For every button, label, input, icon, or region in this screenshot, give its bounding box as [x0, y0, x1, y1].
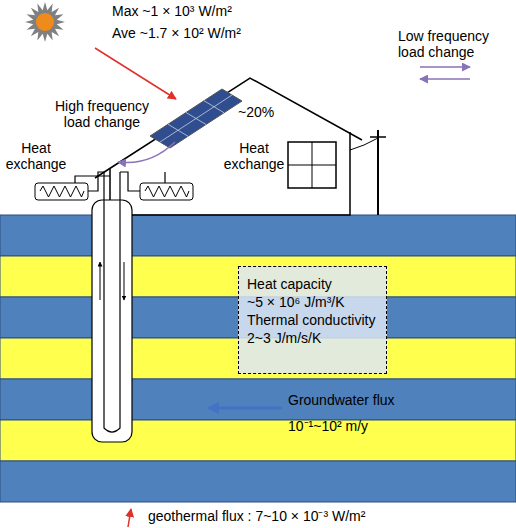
load-arrow-in: [420, 78, 470, 80]
sun-disc: [36, 13, 54, 31]
load-arrow-out: [420, 66, 470, 68]
borehole: [92, 172, 132, 442]
property-text: Heat capacity: [247, 275, 378, 293]
ground-layer: [0, 379, 516, 420]
label: Heat exchange: [222, 140, 286, 172]
geothermal-arrow: [128, 509, 131, 527]
sunlight-arrow: [95, 48, 176, 99]
ground-layer: [0, 256, 516, 297]
label: High frequency load change: [48, 98, 156, 130]
label: Max ~1 × 10³ W/m²: [112, 3, 232, 19]
label: ~20%: [238, 104, 274, 120]
ground-layer: [0, 461, 516, 502]
ground-layer: [0, 215, 516, 256]
label: Low frequency load change: [398, 28, 508, 60]
property-box: Heat capacity~5 × 10⁶ J/m³/KThermal cond…: [238, 266, 387, 374]
groundwater-arrow: [208, 407, 282, 410]
ground-layer: [0, 420, 516, 461]
sun-rays: [25, 2, 65, 42]
label: Groundwater flux: [288, 392, 395, 408]
solar-panel: [150, 89, 242, 148]
property-text: Thermal conductivity: [247, 311, 378, 329]
ground-layers: [0, 215, 516, 502]
property-text: ~5 × 10⁶ J/m³/K: [247, 293, 378, 311]
heat-exchanger: [140, 183, 193, 200]
house-wall: [110, 132, 350, 215]
heat-exchanger: [35, 183, 88, 200]
window: [288, 142, 336, 188]
high-frequency-arrow: [118, 142, 175, 163]
label: 10⁻¹~10² m/y: [288, 418, 368, 434]
label: Heat exchange: [4, 140, 68, 172]
sun-icon: [25, 2, 65, 42]
label: Ave ~1.7 × 10² W/m²: [112, 25, 241, 41]
power-pole: [350, 130, 386, 215]
label: geothermal flux : 7~10 × 10⁻³ W/m²: [148, 508, 365, 524]
property-text: 2~3 J/m/s/K: [247, 329, 378, 347]
